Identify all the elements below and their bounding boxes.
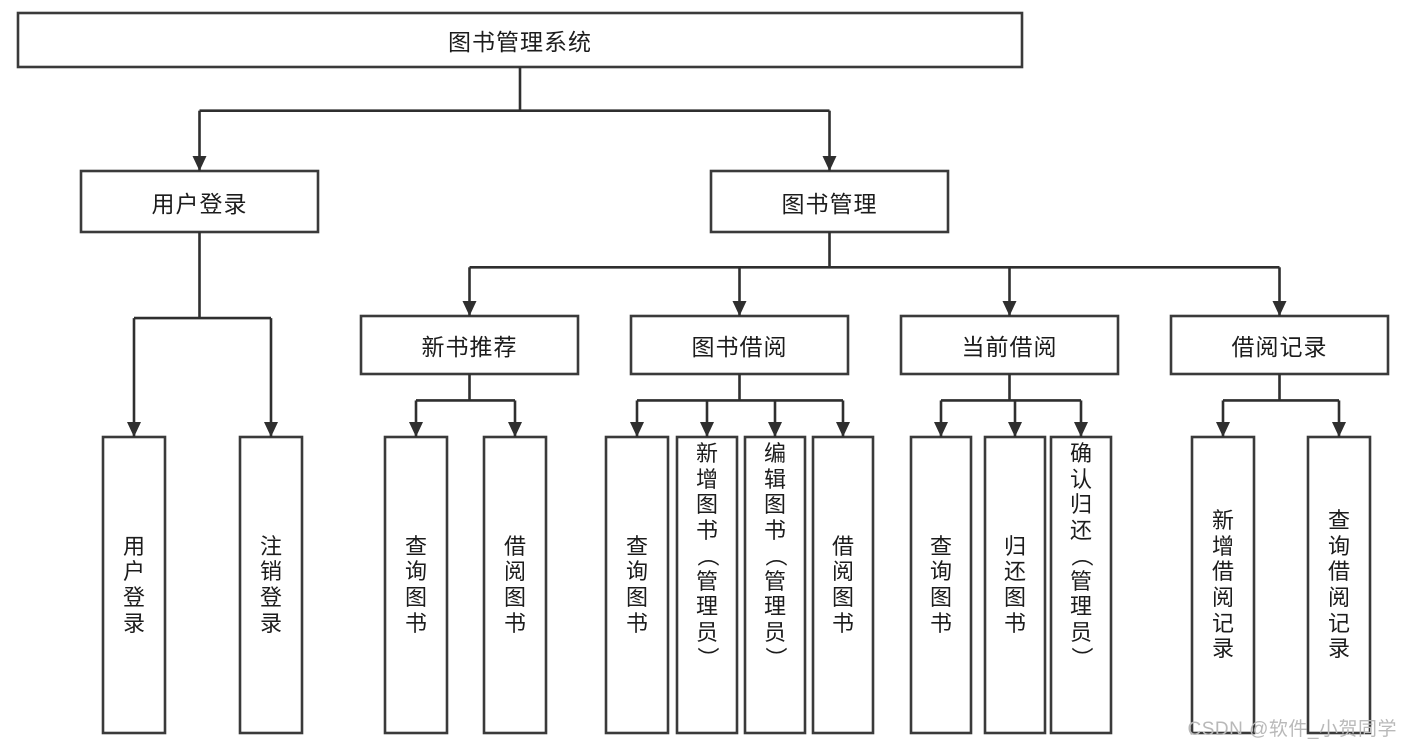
node-box-leaf-query-book-2: [604, 435, 670, 735]
node-box-borrow: [629, 314, 850, 376]
node-box-root: [16, 11, 1024, 69]
connector-arrowhead: [1008, 422, 1022, 437]
node-boxes-layer: [16, 11, 1390, 735]
connector-arrowhead: [409, 422, 423, 437]
node-box-leaf-query-book-3: [909, 435, 973, 735]
node-box-leaf-add-book: [675, 435, 739, 735]
node-box-leaf-edit-book: [743, 435, 807, 735]
connector-arrowhead: [768, 422, 782, 437]
connector-arrowhead: [462, 301, 477, 316]
watermark-text: CSDN @软件_小贺同学: [1187, 719, 1397, 740]
node-box-leaf-add-record: [1190, 435, 1256, 735]
connector-arrowhead: [630, 422, 644, 437]
node-box-records: [1169, 314, 1390, 376]
connectors-layer: [127, 67, 1346, 437]
node-box-leaf-query-book-1: [383, 435, 449, 735]
node-box-leaf-user-login: [101, 435, 167, 735]
connector-arrowhead: [1002, 301, 1017, 316]
connector-arrowhead: [508, 422, 522, 437]
connector-arrowhead: [1272, 301, 1287, 316]
connector-arrowhead: [700, 422, 714, 437]
node-box-leaf-return-book: [983, 435, 1047, 735]
node-box-leaf-borrow-book-1: [482, 435, 548, 735]
node-box-leaf-logout: [238, 435, 304, 735]
node-box-login: [79, 169, 320, 234]
node-box-current: [899, 314, 1120, 376]
connector-arrowhead: [934, 422, 948, 437]
node-box-newbook: [359, 314, 580, 376]
connector-arrowhead: [1332, 422, 1346, 437]
connector-arrowhead: [822, 156, 837, 171]
connector-arrowhead: [127, 422, 141, 437]
connector-arrowhead: [836, 422, 850, 437]
connector-arrowhead: [1074, 422, 1088, 437]
connector-arrowhead: [732, 301, 747, 316]
node-box-leaf-confirm-return: [1049, 435, 1113, 735]
node-box-bookmgmt: [709, 169, 950, 234]
node-box-leaf-borrow-book-2: [811, 435, 875, 735]
node-box-leaf-query-record: [1306, 435, 1372, 735]
connector-arrowhead: [192, 156, 207, 171]
connector-arrowhead: [1216, 422, 1230, 437]
connector-arrowhead: [264, 422, 278, 437]
